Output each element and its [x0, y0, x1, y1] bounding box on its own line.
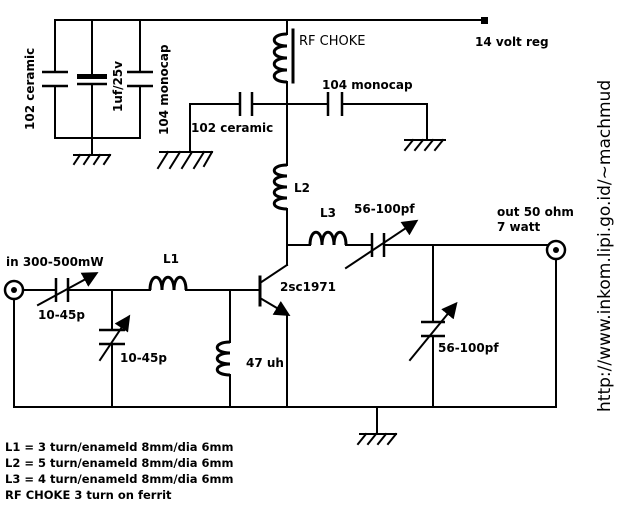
label-inductor-47uh: 47 uh: [246, 356, 284, 370]
note-l2: L2 = 5 turn/enameld 8mm/dia 6mm: [5, 456, 234, 470]
note-rf-choke: RF CHOKE 3 turn on ferrit: [5, 488, 172, 502]
cap-56-100pf-series: [344, 219, 556, 270]
note-l1: L1 = 3 turn/enameld 8mm/dia 6mm: [5, 440, 234, 454]
inductor-47uh: [215, 289, 231, 408]
label-cap-10-45p-shunt: 10-45p: [120, 351, 167, 365]
inductor-l3: [286, 230, 373, 246]
cap-104-monocap-left: [127, 70, 153, 88]
inductor-l2: [272, 163, 288, 266]
cap-10-45p-shunt: [98, 289, 131, 408]
label-cap-56-100pf-shunt: 56-100pf: [438, 341, 499, 355]
transistor-2sc1971: [258, 263, 291, 408]
label-output-line2: 7 watt: [497, 220, 540, 234]
rf-choke-coil: [272, 19, 295, 166]
decoupling-bank: [54, 19, 486, 156]
cap-102-ceramic-top: [42, 70, 68, 88]
label-cap-104-monocap-right: 104 monocap: [322, 78, 413, 92]
label-l3: L3: [320, 206, 336, 220]
cap-10-45p-series: [22, 272, 151, 307]
cap-1uf-electrolytic: [77, 74, 107, 86]
label-l1: L1: [163, 252, 179, 266]
inductor-l1: [148, 275, 261, 291]
cap-56-100pf-shunt: [408, 244, 458, 408]
ground-symbol-mid-right: [403, 138, 446, 152]
label-cap-102-ceramic-mid: 102 ceramic: [191, 121, 273, 135]
label-cap-102-ceramic-top: 102 ceramic: [23, 48, 37, 130]
label-output-line1: out 50 ohm: [497, 205, 574, 219]
label-cap-1uf: 1uf/25v: [111, 61, 125, 112]
note-l3: L3 = 4 turn/enameld 8mm/dia 6mm: [5, 472, 234, 486]
supply-terminal: [481, 17, 488, 24]
label-supply: 14 volt reg: [475, 35, 549, 49]
author-url: http://www.inkom.lipi.go.id/~machmud: [595, 80, 615, 412]
ground-symbol-bank: [72, 153, 112, 166]
label-l2: L2: [294, 181, 310, 195]
ground-symbol-mid-left: [156, 150, 214, 170]
label-cap-56-100pf-top: 56-100pf: [354, 202, 415, 216]
label-cap-10-45p-series: 10-45p: [38, 308, 85, 322]
cap-104-monocap-right: [286, 92, 428, 139]
label-rf-choke: RF CHOKE: [299, 34, 365, 49]
label-transistor: 2sc1971: [280, 280, 336, 294]
ground-rail: [13, 258, 557, 446]
label-input: in 300-500mW: [6, 255, 104, 269]
label-cap-104-monocap-left: 104 monocap: [157, 44, 171, 135]
cap-102-ceramic-mid: [189, 92, 288, 151]
